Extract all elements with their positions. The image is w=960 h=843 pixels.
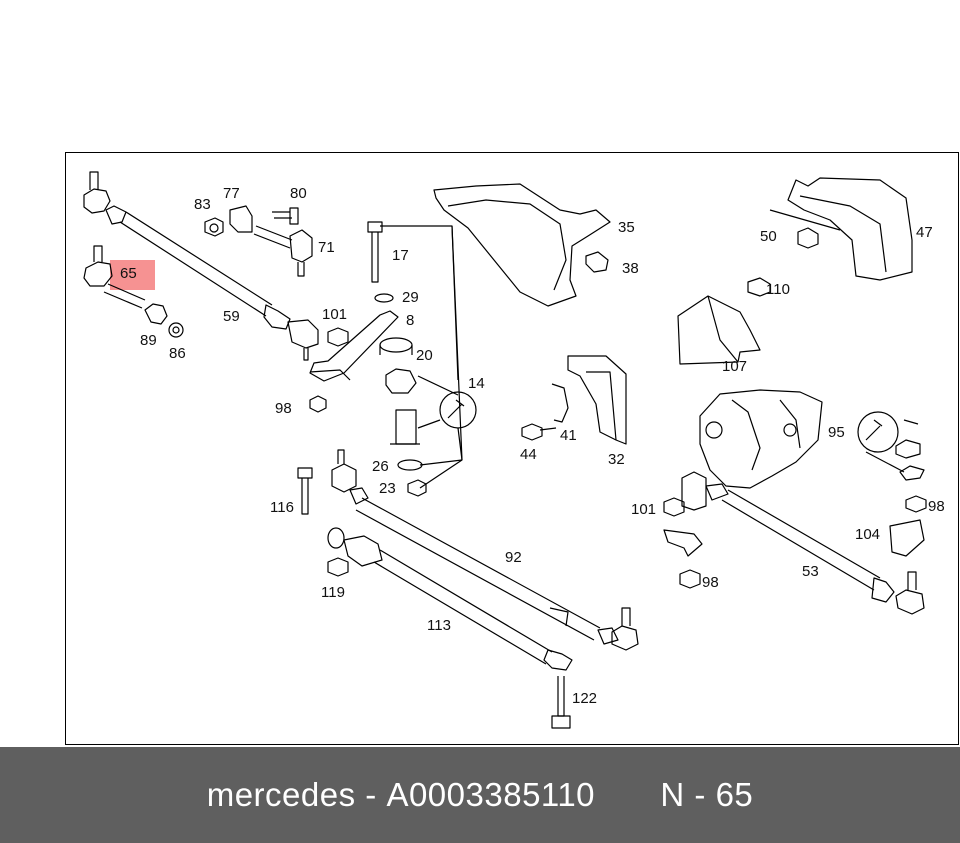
tie-rod-59 bbox=[83, 171, 319, 361]
part-label-86: 86 bbox=[169, 345, 186, 362]
ref-prefix: N bbox=[660, 776, 685, 813]
part-label-110: 110 bbox=[766, 281, 790, 298]
caption-bar: mercedes - A0003385110 N - 65 bbox=[0, 747, 960, 843]
tie-rod-53 bbox=[663, 471, 925, 615]
bolt-122 bbox=[551, 676, 571, 729]
part-label-35: 35 bbox=[618, 219, 635, 236]
part-label-122: 122 bbox=[572, 690, 598, 707]
rod-113 bbox=[327, 527, 573, 671]
steering-gear-box bbox=[699, 389, 927, 557]
part-label-107: 107 bbox=[722, 358, 748, 375]
part-label-98: 98 bbox=[275, 400, 292, 417]
part-label-77: 77 bbox=[223, 185, 240, 202]
part-label-80: 80 bbox=[290, 185, 307, 202]
separator: - bbox=[365, 776, 377, 813]
shield-47 bbox=[769, 177, 913, 281]
part-label-83: 83 bbox=[194, 196, 211, 213]
part-label-101-right: 101 bbox=[631, 501, 657, 518]
bracket-32 bbox=[521, 355, 627, 445]
part-label-20: 20 bbox=[416, 347, 433, 364]
highlight-marker bbox=[110, 260, 155, 290]
part-label-89: 89 bbox=[140, 332, 157, 349]
bracket-107 bbox=[677, 277, 771, 365]
shield-35 bbox=[433, 183, 611, 307]
part-label-116: 116 bbox=[270, 499, 294, 516]
bolt-116 bbox=[297, 467, 313, 515]
part-label-38: 38 bbox=[622, 260, 639, 277]
part-label-71: 71 bbox=[318, 239, 335, 256]
part-label-113: 113 bbox=[427, 617, 451, 634]
brand-name: mercedes bbox=[206, 776, 356, 813]
caption-text: mercedes - A0003385110 N - 65 bbox=[207, 776, 754, 814]
part-label-29: 29 bbox=[402, 289, 419, 306]
part-label-65[interactable]: 65 bbox=[120, 265, 137, 282]
part-label-59: 59 bbox=[223, 308, 240, 325]
part-label-53: 53 bbox=[802, 563, 819, 580]
part-label-98-bottom: 98 bbox=[702, 574, 719, 591]
part-label-47: 47 bbox=[916, 224, 933, 241]
pitman-arm-group bbox=[309, 221, 477, 497]
part-label-8: 8 bbox=[406, 312, 415, 329]
parts-diagram bbox=[83, 171, 927, 729]
part-label-17: 17 bbox=[392, 247, 409, 264]
part-label-101: 101 bbox=[322, 306, 348, 323]
part-label-98-right: 98 bbox=[928, 498, 945, 515]
part-label-50: 50 bbox=[760, 228, 777, 245]
part-label-104: 104 bbox=[855, 526, 881, 543]
part-label-26: 26 bbox=[372, 458, 389, 475]
drag-link-92 bbox=[331, 449, 639, 651]
part-label-32: 32 bbox=[608, 451, 625, 468]
tie-rod-end-65 bbox=[83, 245, 184, 338]
ref-number: 65 bbox=[715, 776, 754, 813]
part-label-92: 92 bbox=[505, 549, 522, 566]
small-parts-top bbox=[204, 205, 313, 277]
part-label-44: 44 bbox=[520, 446, 537, 463]
part-label-119: 119 bbox=[321, 584, 345, 601]
part-label-14: 14 bbox=[468, 375, 485, 392]
part-label-95: 95 bbox=[828, 424, 845, 441]
part-label-23: 23 bbox=[379, 480, 396, 497]
part-label-41: 41 bbox=[560, 427, 577, 444]
ref-separator: - bbox=[694, 776, 706, 813]
part-number: A0003385110 bbox=[386, 776, 596, 813]
